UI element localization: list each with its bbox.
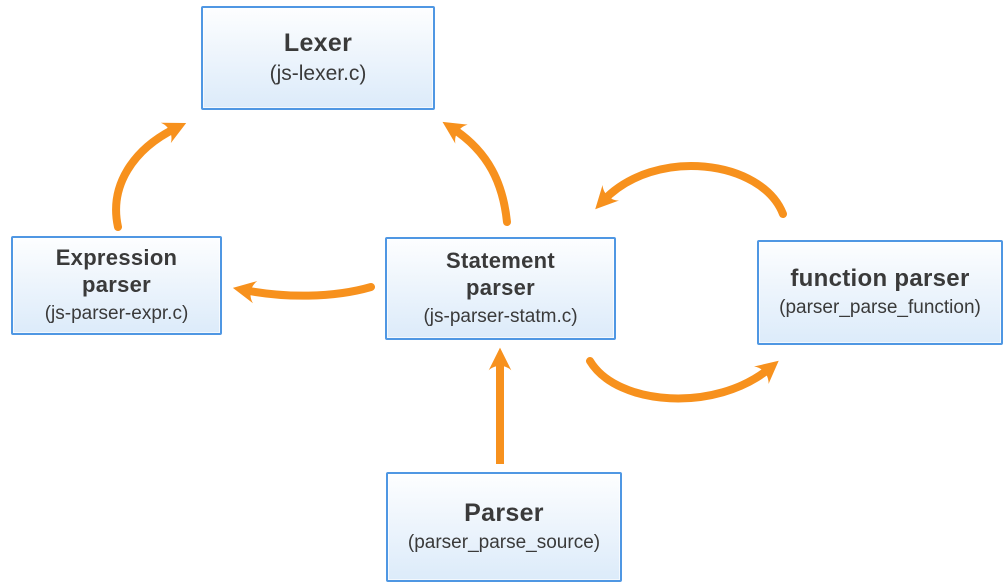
- node-expression-parser-title: Expression parser: [55, 244, 178, 297]
- node-statement-parser-title: Statement parser: [445, 247, 556, 300]
- node-function-parser-title: function parser: [790, 265, 970, 293]
- node-lexer-title: Lexer: [283, 28, 353, 57]
- node-lexer-subtitle: (js-lexer.c): [269, 62, 367, 86]
- arrow-statement-parser-to-lexer: [442, 121, 511, 226]
- node-statement-parser-subtitle: (js-parser-statm.c): [423, 305, 578, 327]
- arrow-function-parser-to-statement-parser: [595, 162, 787, 218]
- node-parser-title: Parser: [464, 498, 544, 527]
- node-expression-parser-subtitle: (js-parser-expr.c): [44, 302, 189, 324]
- node-parser-subtitle: (parser_parse_source): [407, 532, 601, 554]
- node-statement-parser: Statement parser (js-parser-statm.c): [385, 237, 616, 340]
- arrow-expression-parser-to-lexer: [112, 122, 187, 231]
- node-parser: Parser (parser_parse_source): [386, 472, 622, 582]
- node-function-parser-subtitle: (parser_parse_function): [779, 297, 981, 319]
- node-function-parser: function parser (parser_parse_function): [757, 240, 1003, 345]
- node-lexer: Lexer (js-lexer.c): [201, 6, 435, 110]
- arrow-statement-parser-to-function-parser: [586, 357, 779, 403]
- node-expression-parser: Expression parser (js-parser-expr.c): [11, 236, 222, 335]
- arrow-statement-parser-to-expression-parser: [232, 281, 375, 304]
